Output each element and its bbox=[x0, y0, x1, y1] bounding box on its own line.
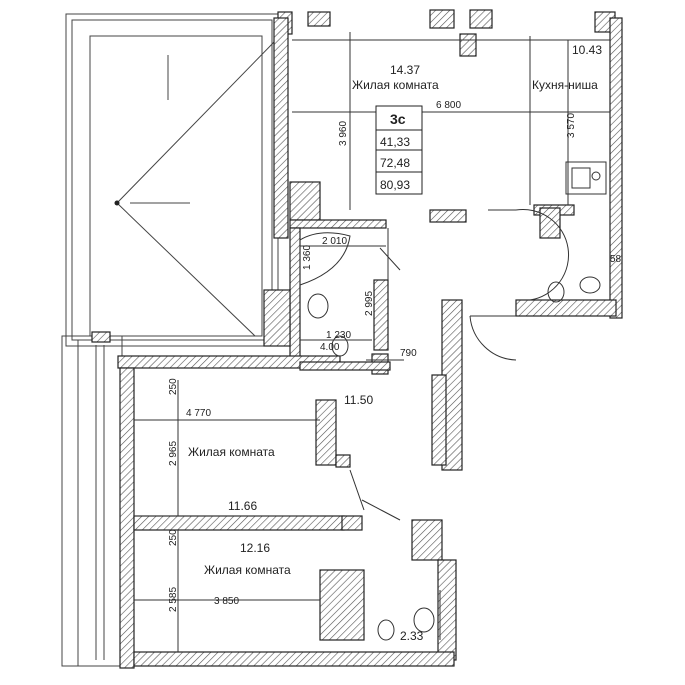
dim-250-top: 250 bbox=[168, 378, 179, 395]
toilet-bath bbox=[331, 335, 349, 357]
dim-58: 58 bbox=[610, 254, 622, 265]
living-top-area: 14.37 bbox=[390, 63, 420, 77]
living-mid-name: Жилая комната bbox=[188, 445, 275, 459]
kitchen-sink bbox=[565, 161, 607, 195]
wc-area: 2.33 bbox=[400, 629, 424, 643]
dim-2965: 2 965 bbox=[168, 441, 179, 466]
left-balcony bbox=[61, 335, 123, 667]
toilet-kitchen bbox=[547, 281, 565, 303]
kitchen-name: Кухня-ниша bbox=[532, 78, 598, 92]
total-with-balcony-value: 80,93 bbox=[380, 178, 410, 192]
apartment-type: 3с bbox=[390, 111, 406, 127]
total-area-value: 72,48 bbox=[380, 156, 410, 170]
apartment-info-table: 3с 41,33 72,48 80,93 bbox=[375, 105, 423, 195]
stove-burner bbox=[591, 171, 601, 181]
living-area-value: 41,33 bbox=[380, 135, 410, 149]
dim-1360: 1 360 bbox=[302, 245, 313, 270]
living-mid-area: 11.66 bbox=[228, 499, 257, 513]
doors-and-lines bbox=[134, 32, 610, 652]
dim-2585: 2 585 bbox=[168, 587, 179, 612]
toilet-wc bbox=[377, 619, 395, 641]
dim-2995: 2 995 bbox=[364, 291, 375, 316]
dim-790: 790 bbox=[400, 348, 417, 359]
living-bot-name: Жилая комната bbox=[204, 563, 291, 577]
terrace-outline bbox=[65, 13, 279, 347]
walls bbox=[91, 9, 623, 669]
sink-bath bbox=[307, 293, 329, 319]
dim-3850: 3 850 bbox=[214, 596, 239, 607]
dim-6800: 6 800 bbox=[436, 100, 461, 111]
sink-kitchen bbox=[579, 276, 601, 294]
fixtures bbox=[307, 161, 607, 641]
dim-1230: 1 230 bbox=[326, 330, 351, 341]
bath-area: 4.00 bbox=[320, 342, 340, 353]
living-top-name: Жилая комната bbox=[352, 78, 439, 92]
kitchen-area: 10.43 bbox=[572, 43, 602, 57]
sink-wc bbox=[413, 607, 435, 633]
dim-250-mid: 250 bbox=[168, 529, 179, 546]
terrace-point bbox=[114, 200, 120, 206]
dim-2010: 2 010 bbox=[322, 236, 347, 247]
dim-3570: 3 570 bbox=[566, 113, 577, 138]
dim-3960: 3 960 bbox=[338, 121, 349, 146]
hall-area: 11.50 bbox=[344, 393, 373, 407]
living-bot-area: 12.16 bbox=[240, 541, 270, 555]
dim-4770: 4 770 bbox=[186, 408, 211, 419]
